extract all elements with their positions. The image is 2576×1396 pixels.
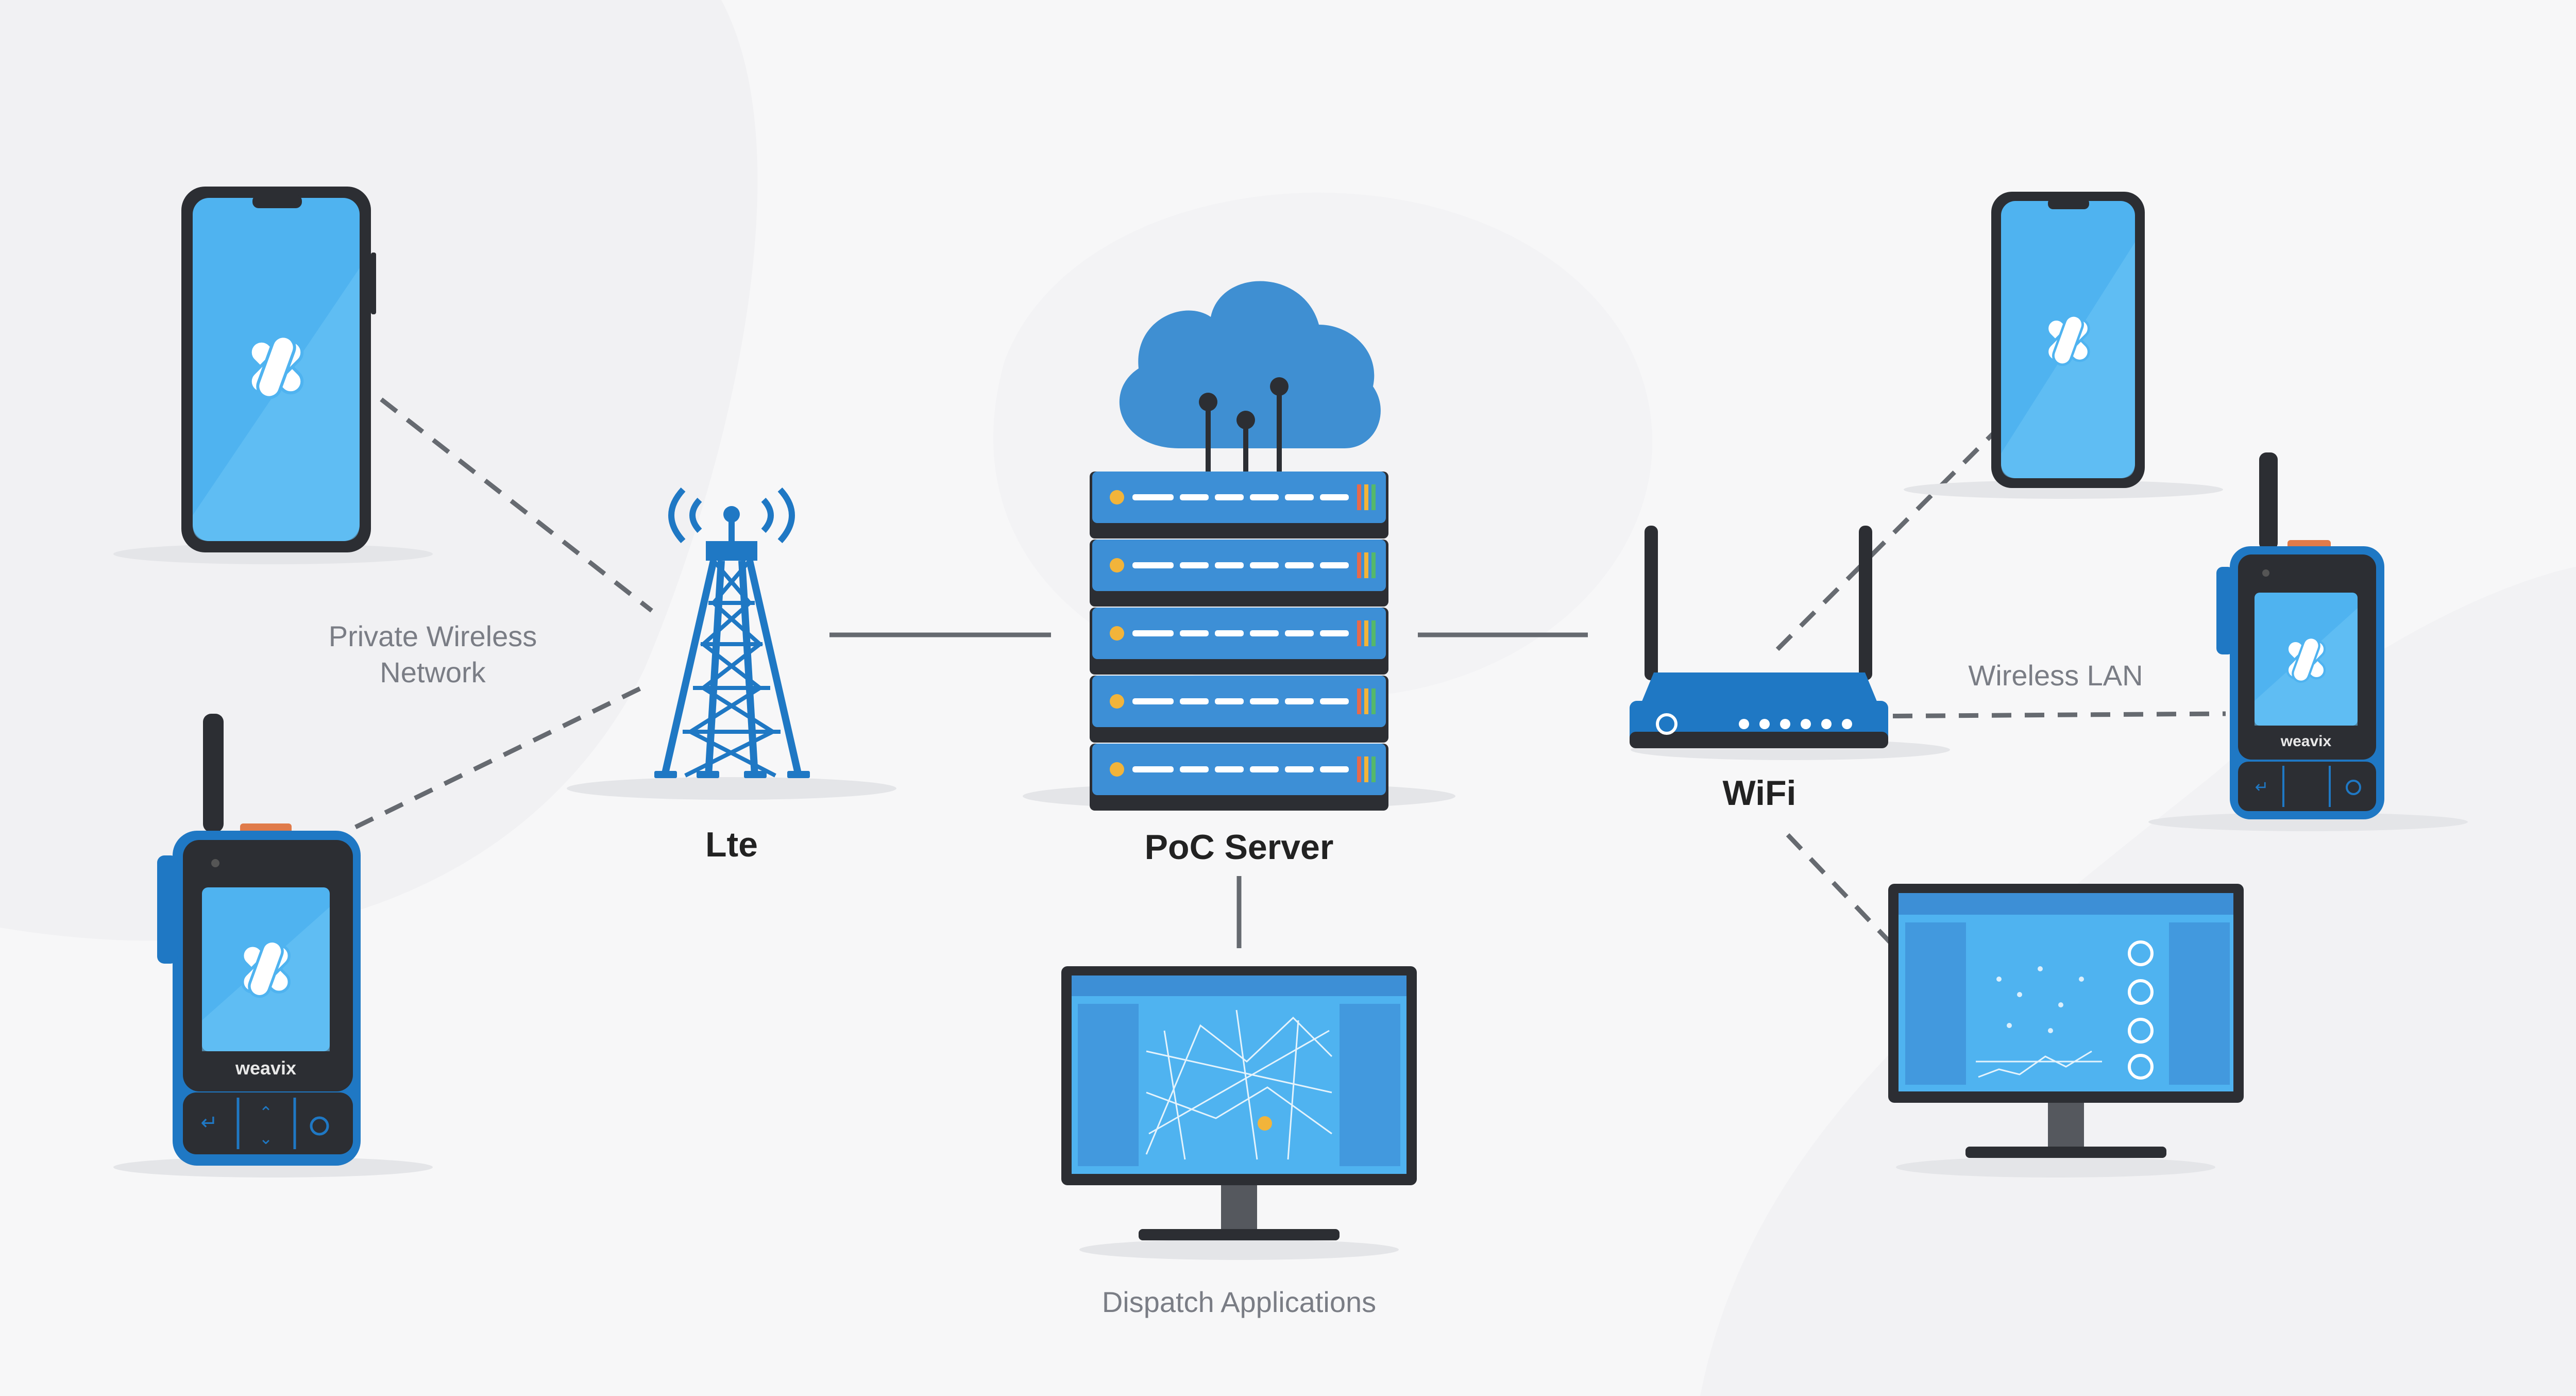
shadow bbox=[1896, 1157, 2215, 1178]
svg-text:↵: ↵ bbox=[2255, 777, 2269, 797]
connector-lines bbox=[354, 397, 2226, 948]
shadow bbox=[1079, 1239, 1399, 1260]
background-blob bbox=[0, 0, 758, 941]
wifi-router-icon bbox=[1630, 526, 1888, 748]
smartphone-icon bbox=[181, 187, 376, 552]
monitor-icon bbox=[1061, 966, 1417, 1240]
shadow bbox=[2148, 813, 2468, 831]
smartphone-icon bbox=[1991, 192, 2145, 488]
connector-router-to-radio bbox=[1859, 711, 2226, 719]
private-wireless-network-label: Private Wireless Network bbox=[328, 620, 537, 688]
dispatch-applications-label: Dispatch Applications bbox=[1101, 1286, 1377, 1318]
svg-text:⌃: ⌃ bbox=[259, 1103, 273, 1122]
radio-brand-label: weavix bbox=[2280, 733, 2332, 750]
connector-radio-to-tower bbox=[354, 683, 648, 830]
svg-text:⌄: ⌄ bbox=[259, 1129, 273, 1148]
connector-router-to-phone bbox=[1775, 428, 1998, 651]
cloud-icon bbox=[1119, 281, 1381, 472]
connector-router-to-monitor bbox=[1786, 833, 1893, 945]
wireless-lan-label: Wireless LAN bbox=[1968, 659, 2143, 692]
monitor-icon bbox=[1888, 884, 2244, 1158]
poc-server-label: PoC Server bbox=[1144, 828, 1334, 867]
connector-phone-to-tower bbox=[380, 397, 653, 613]
shadow bbox=[1904, 480, 2223, 499]
shadow bbox=[567, 777, 896, 800]
server-rack-icon bbox=[1090, 472, 1388, 811]
cell-tower-icon bbox=[654, 487, 810, 778]
radio-brand-label: weavix bbox=[235, 1057, 296, 1079]
radio-handset-icon: weavix ↵ bbox=[2216, 452, 2384, 819]
radio-handset-icon: weavix ↵ ⌃ ⌄ bbox=[157, 714, 361, 1166]
lte-label: Lte bbox=[705, 825, 758, 864]
svg-text:↵: ↵ bbox=[200, 1111, 218, 1135]
wifi-label: WiFi bbox=[1722, 773, 1797, 813]
